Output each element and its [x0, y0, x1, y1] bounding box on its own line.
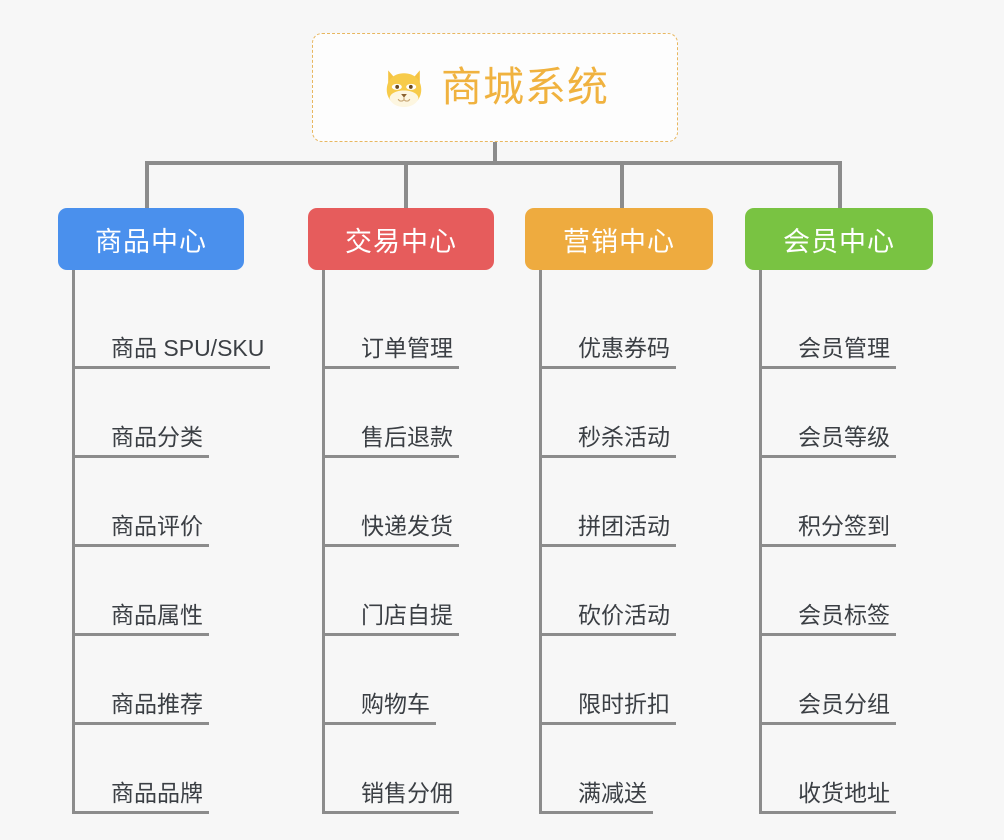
leaf-list-1: 商品 SPU/SKU 商品分类 商品评价 商品属性 商品推荐 商品品牌 [72, 270, 271, 815]
category-label-1: 商品中心 [95, 226, 207, 257]
leaf-list-3: 优惠券码 秒杀活动 拼团活动 砍价活动 限时折扣 满减送 [539, 270, 713, 815]
leaf-label: 拼团活动 [542, 513, 676, 548]
list-item[interactable]: 会员管理 [762, 280, 933, 370]
list-item[interactable]: 售后退款 [325, 369, 494, 459]
shiba-dog-face-icon [386, 69, 422, 107]
list-item[interactable]: 砍价活动 [542, 547, 713, 637]
leaf-list-4: 会员管理 会员等级 积分签到 会员标签 会员分组 收货地址 [759, 270, 933, 815]
leaf-label: 会员分组 [762, 691, 896, 726]
column-4: 会员中心 会员管理 会员等级 积分签到 会员标签 会员分组 收货地址 [745, 208, 933, 815]
connector-drop-1 [145, 161, 149, 209]
list-item[interactable]: 会员等级 [762, 369, 933, 459]
list-item[interactable]: 商品推荐 [75, 636, 270, 726]
list-item[interactable]: 会员标签 [762, 547, 933, 637]
list-item[interactable]: 商品评价 [75, 458, 270, 548]
leaf-label: 商品分类 [75, 424, 209, 459]
leaf-label: 收货地址 [762, 780, 896, 815]
list-item[interactable]: 商品 SPU/SKU [74, 280, 271, 370]
leaf-label: 秒杀活动 [542, 424, 676, 459]
leaf-label: 商品 SPU/SKU [74, 335, 271, 370]
connector-horizontal-bus [145, 161, 842, 165]
column-2: 交易中心 订单管理 售后退款 快递发货 门店自提 购物车 销售分佣 [308, 208, 494, 815]
leaf-label: 会员管理 [762, 335, 896, 370]
leaf-label: 订单管理 [325, 335, 459, 370]
category-box-2[interactable]: 交易中心 [308, 208, 494, 270]
root-title: 商城系统 [441, 64, 609, 110]
leaf-label: 销售分佣 [325, 780, 459, 815]
leaf-list-2: 订单管理 售后退款 快递发货 门店自提 购物车 销售分佣 [322, 270, 494, 815]
list-item[interactable]: 积分签到 [762, 458, 933, 548]
root-node[interactable]: 商城系统 [312, 33, 678, 142]
list-item[interactable]: 商品属性 [75, 547, 270, 637]
category-label-4: 会员中心 [783, 226, 895, 257]
leaf-label: 快递发货 [325, 513, 459, 548]
category-box-3[interactable]: 营销中心 [525, 208, 713, 270]
leaf-label: 优惠券码 [542, 335, 676, 370]
list-item[interactable]: 商品品牌 [75, 725, 270, 815]
leaf-label: 满减送 [542, 780, 653, 815]
leaf-label: 会员等级 [762, 424, 896, 459]
connector-drop-3 [620, 161, 624, 209]
list-item[interactable]: 满减送 [542, 725, 713, 815]
connector-root-stem [493, 142, 497, 164]
category-label-3: 营销中心 [563, 226, 675, 257]
list-item[interactable]: 拼团活动 [542, 458, 713, 548]
list-item[interactable]: 会员分组 [762, 636, 933, 726]
list-item[interactable]: 快递发货 [325, 458, 494, 548]
list-item[interactable]: 收货地址 [762, 725, 933, 815]
column-3: 营销中心 优惠券码 秒杀活动 拼团活动 砍价活动 限时折扣 满减送 [525, 208, 713, 815]
category-label-2: 交易中心 [345, 226, 457, 257]
list-item[interactable]: 秒杀活动 [542, 369, 713, 459]
leaf-label: 积分签到 [762, 513, 896, 548]
column-1: 商品中心 商品 SPU/SKU 商品分类 商品评价 商品属性 商品推荐 商品品牌 [58, 208, 271, 815]
leaf-label: 商品推荐 [75, 691, 209, 726]
leaf-label: 商品评价 [75, 513, 209, 548]
list-item[interactable]: 门店自提 [325, 547, 494, 637]
list-item[interactable]: 商品分类 [75, 369, 270, 459]
leaf-label: 限时折扣 [542, 691, 676, 726]
list-item[interactable]: 限时折扣 [542, 636, 713, 726]
leaf-label: 售后退款 [325, 424, 459, 459]
connector-drop-4 [838, 161, 842, 209]
leaf-label: 商品品牌 [75, 780, 209, 815]
list-item[interactable]: 购物车 [325, 636, 494, 726]
category-box-4[interactable]: 会员中心 [745, 208, 933, 270]
leaf-label: 砍价活动 [542, 602, 676, 637]
leaf-label: 商品属性 [75, 602, 209, 637]
category-box-1[interactable]: 商品中心 [58, 208, 244, 270]
list-item[interactable]: 销售分佣 [325, 725, 494, 815]
leaf-label: 购物车 [325, 691, 436, 726]
connector-drop-2 [404, 161, 408, 209]
list-item[interactable]: 优惠券码 [542, 280, 713, 370]
leaf-label: 会员标签 [762, 602, 896, 637]
list-item[interactable]: 订单管理 [325, 280, 494, 370]
leaf-label: 门店自提 [325, 602, 459, 637]
